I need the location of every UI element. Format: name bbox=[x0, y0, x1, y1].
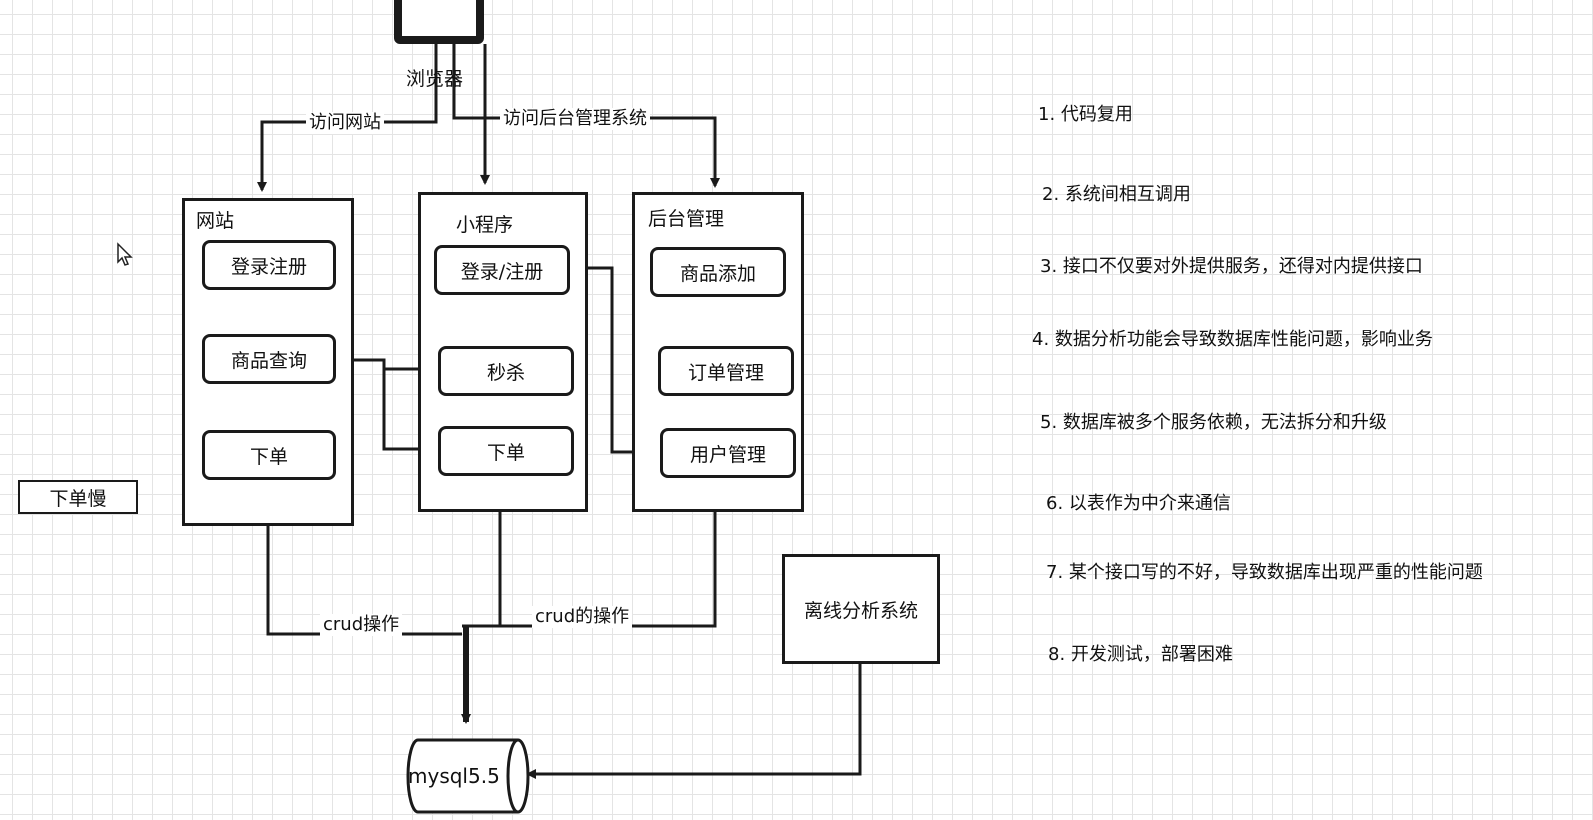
admin-title: 后台管理 bbox=[648, 208, 725, 230]
edge-miniprogram-db bbox=[462, 512, 502, 628]
website-login-register: 登录注册 bbox=[202, 240, 336, 290]
note-item: 1. 代码复用 bbox=[1038, 104, 1133, 125]
admin-user-management-label: 用户管理 bbox=[689, 443, 766, 466]
edge-label-crud-op: crud操作 bbox=[320, 614, 403, 636]
miniprogram-place-order: 下单 bbox=[438, 426, 574, 476]
note-item: 3. 接口不仅要对外提供服务，还得对内提供接口 bbox=[1040, 256, 1423, 277]
admin-order-management: 订单管理 bbox=[658, 346, 794, 396]
offline-analysis-label: 离线分析系统 bbox=[803, 599, 918, 622]
database-label: mysql5.5 bbox=[408, 764, 500, 788]
website-title: 网站 bbox=[196, 210, 235, 232]
website-place-order: 下单 bbox=[202, 430, 336, 480]
edge-seckill-query bbox=[338, 355, 436, 371]
admin-user-management: 用户管理 bbox=[660, 428, 796, 478]
miniprogram-title: 小程序 bbox=[456, 214, 514, 236]
note-item: 8. 开发测试，部署困难 bbox=[1048, 644, 1233, 665]
miniprogram-login-register-label: 登录/注册 bbox=[460, 260, 544, 283]
website-product-query: 商品查询 bbox=[202, 334, 336, 384]
note-item: 7. 某个接口写的不好，导致数据库出现严重的性能问题 bbox=[1046, 562, 1483, 583]
website-place-order-label: 下单 bbox=[249, 445, 288, 468]
edge-login-usermgmt bbox=[572, 266, 648, 457]
note-item: 4. 数据分析功能会导致数据库性能问题，影响业务 bbox=[1032, 329, 1433, 350]
offline-analysis-box: 离线分析系统 bbox=[782, 554, 940, 664]
edge-label-crud-of-op: crud的操作 bbox=[532, 606, 633, 628]
slow-order-label: 下单慢 bbox=[49, 487, 107, 510]
edge-offline-db bbox=[526, 662, 862, 779]
edge-label-visit-site: 访问网站 bbox=[306, 112, 384, 134]
note-item: 6. 以表作为中介来通信 bbox=[1046, 493, 1231, 514]
browser-label: 浏览器 bbox=[406, 68, 464, 90]
admin-product-add: 商品添加 bbox=[650, 247, 786, 297]
note-item: 5. 数据库被多个服务依赖，无法拆分和升级 bbox=[1040, 412, 1387, 433]
website-login-register-label: 登录注册 bbox=[230, 255, 307, 278]
database-cylinder bbox=[406, 738, 530, 814]
miniprogram-seckill: 秒杀 bbox=[438, 346, 574, 396]
miniprogram-place-order-label: 下单 bbox=[486, 441, 525, 464]
mouse-cursor-icon bbox=[117, 242, 133, 266]
website-product-query-label: 商品查询 bbox=[230, 349, 307, 372]
admin-order-management-label: 订单管理 bbox=[687, 361, 764, 384]
miniprogram-seckill-label: 秒杀 bbox=[486, 361, 525, 384]
miniprogram-login-register: 登录/注册 bbox=[434, 245, 570, 295]
admin-product-add-label: 商品添加 bbox=[679, 262, 756, 285]
edge-label-visit-admin: 访问后台管理系统 bbox=[500, 108, 650, 130]
note-item: 2. 系统间相互调用 bbox=[1042, 184, 1191, 205]
slow-order-box: 下单慢 bbox=[18, 480, 138, 514]
browser-device bbox=[394, 0, 484, 44]
